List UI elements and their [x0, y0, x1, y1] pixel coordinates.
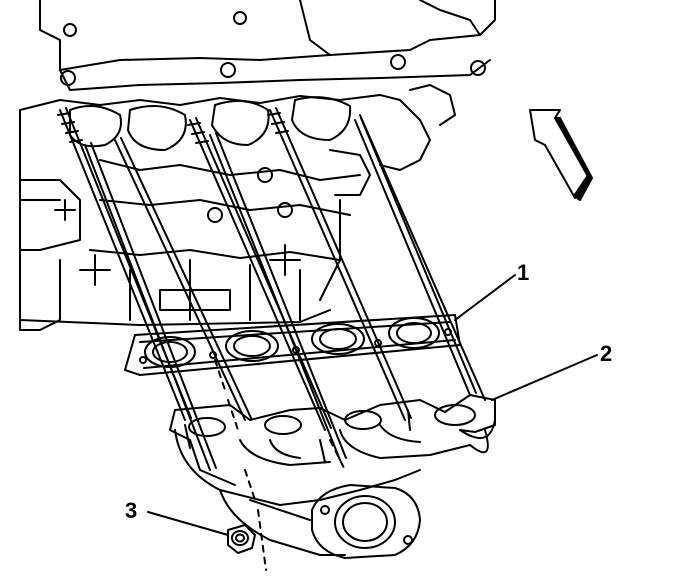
callout-2-label: 2	[600, 341, 613, 366]
exhaust-manifold	[169, 394, 496, 559]
manifold-studs	[57, 107, 486, 571]
leader-line-1	[454, 274, 516, 321]
callout-leaders	[147, 274, 598, 536]
leader-line-2	[491, 354, 598, 401]
callout-1-label: 1	[517, 260, 530, 285]
front-of-vehicle-arrow	[529, 109, 593, 201]
callout-3-label: 3	[125, 498, 138, 523]
exhaust-manifold-gasket	[124, 314, 461, 376]
exhaust-manifold-nut	[227, 524, 256, 554]
engine-block	[19, 0, 496, 331]
leader-line-3	[147, 511, 229, 536]
